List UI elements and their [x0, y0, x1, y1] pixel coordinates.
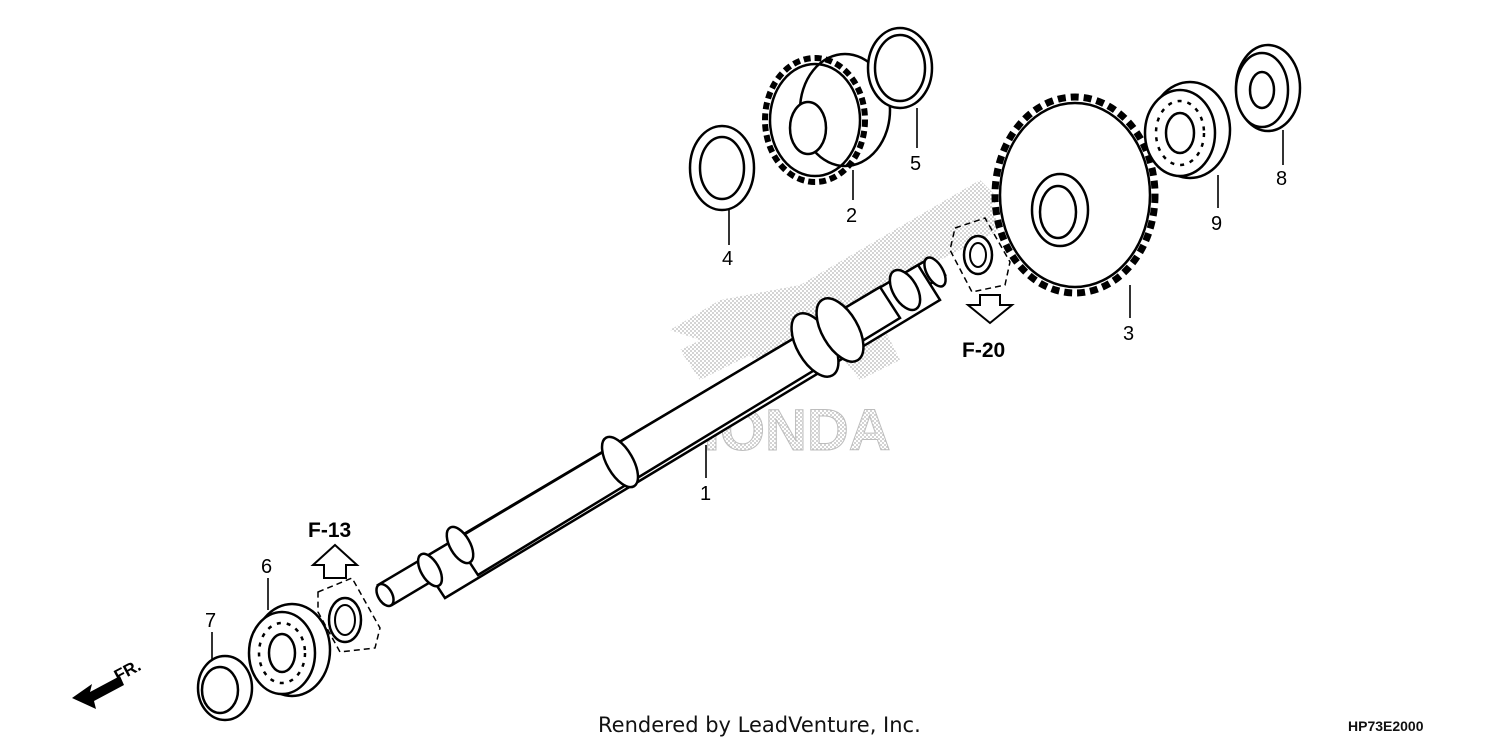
ref-f20-label[interactable]: F-20: [962, 339, 1005, 362]
callout-part-5[interactable]: 5: [910, 153, 921, 175]
callout-part-6[interactable]: 6: [261, 556, 272, 578]
wing-logo-band: [680, 200, 1000, 380]
callout-part-7[interactable]: 7: [205, 610, 216, 632]
seal-part-7: [196, 654, 254, 722]
callout-part-2[interactable]: 2: [846, 205, 857, 227]
ref-f13-label[interactable]: F-13: [308, 519, 351, 542]
mainshaft-part-1: [375, 256, 947, 608]
bearing-part-9: [1143, 80, 1232, 180]
seal-part-8: [1234, 43, 1302, 133]
render-credit: Rendered by LeadVenture, Inc.: [598, 713, 921, 737]
ref-f20-arrow: [965, 294, 1015, 325]
callout-part-4[interactable]: 4: [722, 248, 733, 270]
bearing-part-6: [247, 602, 332, 698]
leader-lines: [211, 108, 1284, 660]
washer-part-5: [866, 26, 934, 110]
washer-f13-group: [317, 577, 381, 653]
diagram-code: HP73E2000: [1348, 718, 1424, 734]
gear-part-2: [762, 52, 892, 185]
ref-f13-arrow: [310, 543, 360, 579]
washer-part-4: [688, 124, 756, 212]
callout-part-1[interactable]: 1: [700, 483, 711, 505]
callout-part-3[interactable]: 3: [1123, 323, 1134, 345]
gear-part-3: [991, 93, 1159, 297]
front-direction-arrow: FR.: [72, 656, 144, 709]
callout-part-8[interactable]: 8: [1276, 168, 1287, 190]
callout-part-9[interactable]: 9: [1211, 213, 1222, 235]
washer-f20-group: [949, 217, 1011, 293]
